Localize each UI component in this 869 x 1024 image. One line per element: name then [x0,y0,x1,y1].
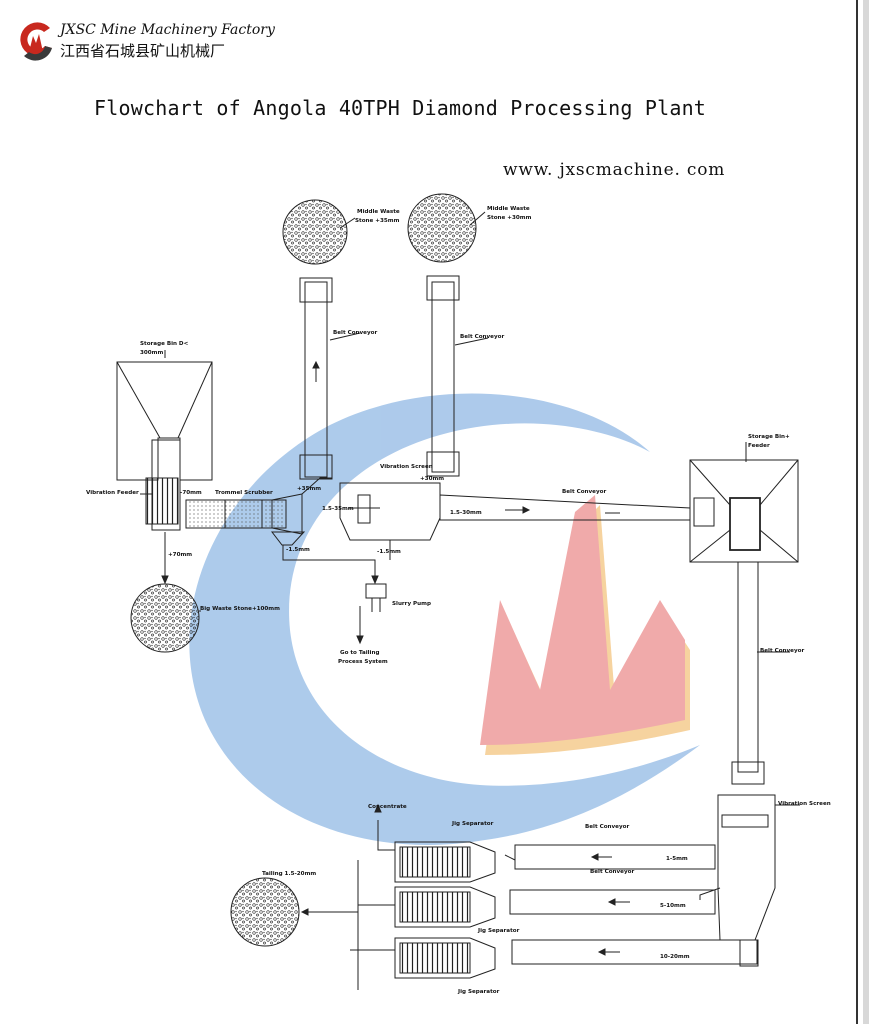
conveyor-head-3 [693,497,715,527]
label-middle-waste-1b: Stone +35mm [355,218,400,224]
page-border-line [856,0,858,1024]
middle-waste-pile-1 [282,199,348,265]
label-belt-conveyor-4: Belt Conveyor [760,648,804,654]
label-big-waste: Big Waste Stone+100mm [200,606,280,612]
label-jig-2: Jig Separator [477,928,520,934]
label-storage-bin-right-a: Storage Bin+ [748,434,790,440]
label-plus35: +35mm [297,486,321,492]
belt-conveyor-3 [439,494,691,521]
label-range-10-20: 10-20mm [660,954,690,960]
label-middle-waste-1a: Middle Waste [357,209,400,215]
label-trommel-scrubber: Trommel Scrubber [215,490,273,496]
label-tailing-process-a: Go to Tailing [340,650,379,656]
tailing-pile [230,877,300,947]
belt-conveyor-5 [514,844,716,870]
belt-conveyor-2 [431,281,455,473]
belt-conveyor-1 [304,281,328,478]
label-jig-1: Jig Separator [451,821,494,827]
jig-separator-2 [394,886,496,928]
label-middle-waste-2a: Middle Waste [487,206,530,212]
conveyor-tail-4 [731,761,765,785]
label-range-1-5: 1-5mm [666,856,688,862]
storage-bin-right [689,459,799,563]
label-vibration-screen-1: Vibration Screen [380,464,433,470]
diagram-labels: Middle Waste Stone +35mm Middle Waste St… [86,206,831,995]
label-storage-bin-left-a: Storage Bin D< [140,341,189,347]
label-belt-conveyor-2: Belt Conveyor [460,334,504,340]
label-tailing: Tailing 1.5-20mm [262,871,316,877]
watermark-logo [189,393,700,845]
label-tailing-process-b: Process System [338,659,388,665]
label-vibration-feeder: Vibration Feeder [86,490,139,496]
bin-feeder-right [729,497,761,551]
jxsc-logo-icon [20,22,52,61]
label-belt-conveyor-5: Belt Conveyor [585,824,629,830]
label-jig-3: Jig Separator [457,989,500,995]
label-minus70: -70mm [180,490,202,496]
label-belt-conveyor-6: Belt Conveyor [590,869,634,875]
label-concentrate: Concentrate [368,804,407,810]
belt-conveyor-7 [511,939,758,965]
belt-conveyor-6 [509,889,716,915]
page-scroll-shadow [863,0,869,1024]
label-middle-waste-2b: Stone +30mm [487,215,532,221]
label-belt-conveyor-1: Belt Conveyor [333,330,377,336]
label-vibration-screen-2: Vibration Screen [778,801,831,807]
feeder-grid [145,477,179,525]
equipment-lines [116,193,800,990]
conveyor-tail-2 [426,451,460,477]
label-range-1-5-30: 1.5-30mm [450,510,482,516]
slurry-pump [365,583,387,599]
jig-separator-3 [394,937,496,979]
label-slurry-pump: Slurry Pump [392,601,431,607]
screen-motor-1 [357,494,371,524]
page-title: Flowchart of Angola 40TPH Diamond Proces… [94,96,707,120]
label-minus1-5-b: -1.5mm [377,549,401,555]
label-range-5-10: 5-10mm [660,903,686,909]
watermark-crescent [189,393,700,845]
label-storage-bin-left-b: 300mm [140,350,164,356]
conveyor-tail-1 [299,454,333,480]
label-belt-conveyor-3: Belt Conveyor [562,489,606,495]
label-range-1-5-35: 1.5-35mm [322,506,354,512]
conveyor-head-1 [299,277,333,303]
screen-motor-2 [721,814,769,828]
label-plus70: +70mm [168,552,192,558]
middle-waste-pile-2 [407,193,477,263]
website-url: www. jxscmachine. com [503,160,726,180]
trommel-scrubber [185,499,287,529]
factory-name-cn: 江西省石城县矿山机械厂 [60,42,226,60]
belt-conveyor-4 [737,561,759,773]
vibration-screen-2 [717,794,776,941]
label-storage-bin-right-b: Feeder [748,443,770,449]
label-minus1-5-a: -1.5mm [286,547,310,553]
label-plus30: +30mm [420,476,444,482]
conveyor-head-2 [426,275,460,301]
jig-separator-1 [394,841,496,883]
storage-bin-left [116,361,213,481]
big-waste-pile [130,583,200,653]
watermark-mountain [480,495,685,745]
vibration-screen-1 [339,482,441,541]
factory-name-en: JXSC Mine Machinery Factory [60,22,275,38]
